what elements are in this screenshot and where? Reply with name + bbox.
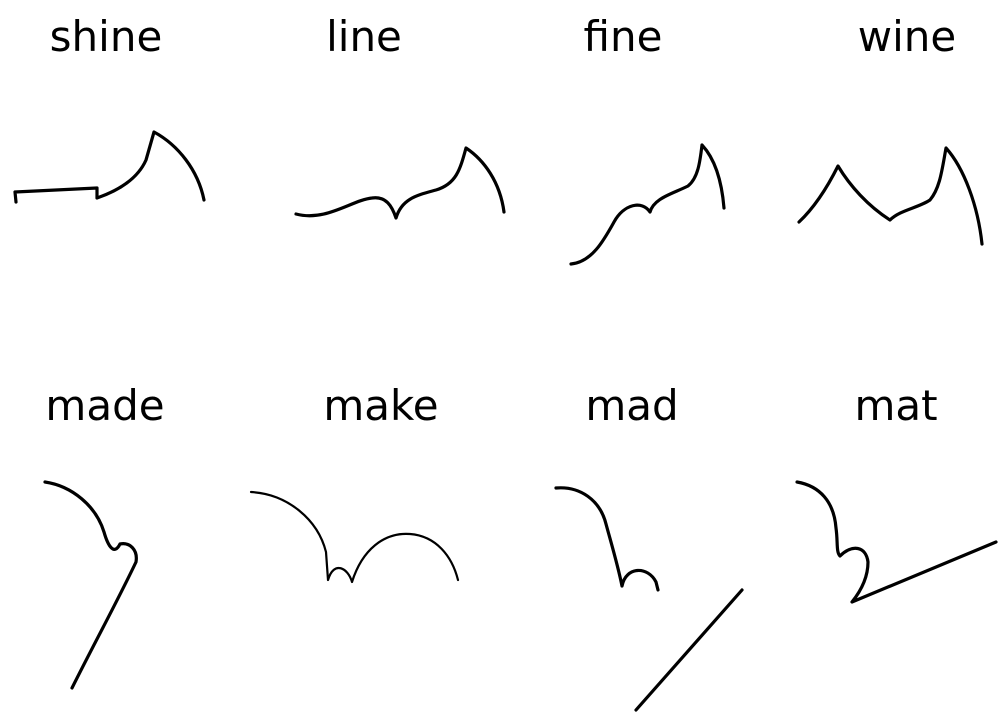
shorthand-outline-fine [569,143,726,266]
shorthand-stroke-mad [634,588,744,712]
shorthand-outline-make [249,490,460,584]
word-label-made: made [45,381,165,430]
word-label-line: line [326,12,402,61]
shorthand-outline-mat [795,480,998,604]
word-label-mat: mat [854,381,938,430]
shorthand-outline-mad [554,486,660,592]
shorthand-outline-line [294,146,506,220]
shorthand-outline-made [43,480,138,690]
word-label-wine: wine [857,12,957,61]
word-label-mad: mad [585,381,679,430]
word-label-fine: fine [583,12,663,61]
shorthand-outline-shine [13,130,206,204]
shorthand-outline-wine [797,146,984,246]
word-label-make: make [323,381,439,430]
word-label-shine: shine [49,12,163,61]
